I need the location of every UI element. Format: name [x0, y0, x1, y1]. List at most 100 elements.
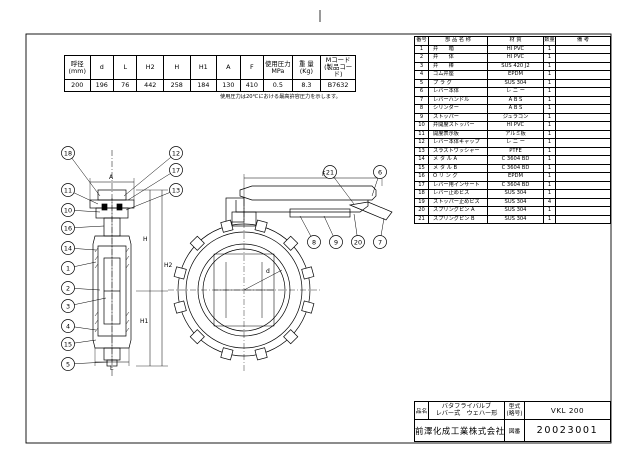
- parts-cell: 21: [414, 214, 429, 224]
- parts-cell: [555, 180, 611, 190]
- balloon-number: 17: [172, 166, 180, 174]
- parts-cell: [555, 172, 611, 182]
- flange-lug: [189, 235, 205, 251]
- parts-cell: 1: [543, 112, 556, 122]
- dimension-header-cell: Mコード (製品コード): [320, 55, 356, 80]
- parts-cell: 弁 体: [428, 53, 488, 63]
- parts-cell: 1: [543, 172, 556, 182]
- parts-cell: HI PVC: [487, 53, 544, 63]
- balloon-number: 10: [64, 206, 72, 214]
- parts-cell: 1: [414, 44, 429, 54]
- pressure-note: 使用圧力は20℃における最高許容圧力を示します。: [220, 94, 341, 100]
- parts-cell: SUS 304: [487, 206, 544, 216]
- balloon-number: 14: [64, 244, 72, 252]
- balloon-circle: [61, 281, 75, 295]
- flange-lug: [220, 219, 234, 233]
- parts-cell: 1: [543, 53, 556, 63]
- parts-cell: 1: [543, 95, 556, 105]
- flange-lug: [254, 347, 268, 361]
- balloon-number: 2: [66, 284, 70, 292]
- balloon-circle: [351, 235, 365, 249]
- front-view: [89, 150, 168, 378]
- dimension-header-cell: H1: [189, 55, 218, 80]
- parts-cell: 1: [543, 214, 556, 224]
- parts-cell: [555, 95, 611, 105]
- dimension-value-cell: 196: [89, 79, 114, 92]
- parts-cell: [555, 104, 611, 114]
- parts-cell: 19: [414, 197, 429, 207]
- parts-cell: スプリングピン B: [428, 214, 488, 224]
- flange-lug: [254, 219, 268, 233]
- dim-label-d: d: [266, 268, 270, 275]
- balloon-circle: [61, 337, 75, 351]
- model-value: VKL 200: [524, 401, 611, 420]
- parts-cell: 弁開度ストッパー: [428, 121, 488, 131]
- dimension-value-cell: 76: [112, 79, 138, 92]
- dimension-value-cell: 8.3: [291, 79, 322, 92]
- parts-cell: 20: [414, 206, 429, 216]
- parts-cell: 18: [414, 189, 429, 199]
- parts-cell: ゴム弁座: [428, 70, 488, 80]
- parts-cell: 1: [543, 78, 556, 88]
- balloon-circle: [61, 241, 75, 255]
- parts-cell: SUS 304: [487, 197, 544, 207]
- parts-cell: 7: [414, 95, 429, 105]
- parts-cell: SUS 304: [487, 78, 544, 88]
- parts-cell: 8: [414, 104, 429, 114]
- balloon-circle: [61, 183, 75, 197]
- flange-lugs: [173, 219, 315, 361]
- parts-cell: ストッパー止めビス: [428, 197, 488, 207]
- balloon-number: 12: [172, 149, 180, 157]
- parts-cell: [555, 78, 611, 88]
- parts-cell: 10: [414, 121, 429, 131]
- parts-cell: 9: [414, 112, 429, 122]
- parts-cell: スラストワッシャー: [428, 146, 488, 156]
- parts-cell: [555, 87, 611, 97]
- dimension-header-cell: H: [163, 55, 191, 80]
- dimension-header-cell: 使用圧力 MPa: [263, 55, 293, 80]
- parts-cell: 12: [414, 138, 429, 148]
- parts-cell: O リ ン グ: [428, 172, 488, 182]
- drawing-number-label: 図番: [504, 419, 525, 442]
- side-view: [168, 174, 393, 372]
- balloon-number: 3: [66, 302, 70, 310]
- balloon-circle: [169, 146, 183, 160]
- balloon-circle: [61, 146, 75, 160]
- parts-cell: 6: [414, 87, 429, 97]
- parts-cell: [555, 189, 611, 199]
- balloon-circle: [373, 165, 387, 179]
- balloon-circle: [61, 221, 75, 235]
- parts-cell: ジュラコン: [487, 112, 544, 122]
- dim-label-A: A: [109, 174, 114, 181]
- dim-label-H: H: [143, 236, 148, 243]
- flange-lug: [301, 266, 315, 280]
- title-block: 品名 バタフライバルブ レバー式 ウェハー形 型式 (略号) VKL 200 前…: [414, 401, 611, 442]
- parts-cell: [555, 61, 611, 71]
- flange-lug: [173, 266, 187, 280]
- parts-cell: レバー止めビス: [428, 189, 488, 199]
- balloon-number: 1: [66, 264, 70, 272]
- balloon-circle: [61, 357, 75, 371]
- parts-cell: [555, 138, 611, 148]
- parts-cell: 1: [543, 163, 556, 173]
- dimension-value-cell: 130: [216, 79, 241, 92]
- parts-cell: 1: [543, 61, 556, 71]
- flange-lug: [283, 329, 299, 345]
- parts-cell: 3: [414, 61, 429, 71]
- parts-cell: [555, 214, 611, 224]
- product-name-line2: レバー式 ウェハー形: [435, 409, 498, 417]
- parts-cell: 1: [543, 87, 556, 97]
- dimension-header-cell: F: [239, 55, 265, 80]
- parts-cell: PTFE: [487, 146, 544, 156]
- parts-cell: 1: [543, 155, 556, 165]
